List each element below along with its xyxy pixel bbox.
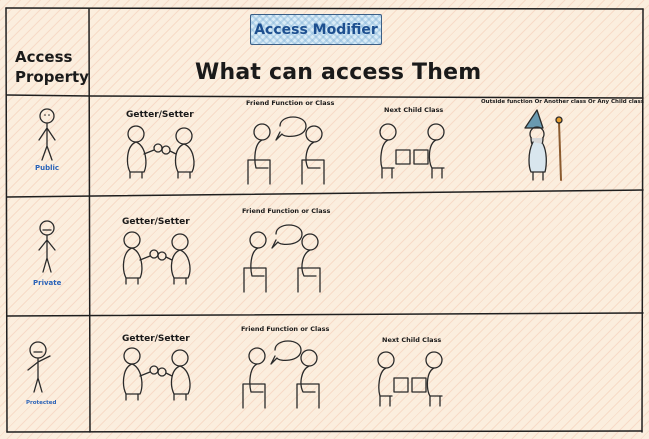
grid-bottom-border bbox=[6, 430, 643, 433]
access-modifier-label: Access Modifier bbox=[254, 21, 378, 38]
row2-friend-label: Friend Function or Class bbox=[242, 207, 331, 215]
grid-header-divider bbox=[6, 94, 644, 99]
row1-child-icon bbox=[379, 123, 445, 179]
private-figure-icon bbox=[38, 220, 56, 273]
property-private: Private bbox=[33, 279, 62, 287]
wizard-icon bbox=[524, 109, 563, 181]
grid-column-divider bbox=[88, 8, 91, 433]
row3-getter-setter-icon bbox=[122, 347, 191, 401]
grid-top-border bbox=[5, 7, 644, 10]
row3-child-icon bbox=[377, 351, 443, 407]
row1-friend-label: Friend Function or Class bbox=[246, 99, 335, 107]
row3-child-label: Next Child Class bbox=[382, 336, 442, 344]
row1-friend-icon bbox=[247, 116, 325, 185]
protected-figure-icon bbox=[27, 341, 51, 393]
access-modifier-tag: Access Modifier bbox=[250, 14, 382, 45]
column-header-access-property: Access Property bbox=[15, 48, 89, 86]
property-public: Public bbox=[35, 164, 60, 172]
row1-getter-setter-icon bbox=[126, 125, 195, 179]
page-title: What can access Them bbox=[195, 60, 482, 85]
row2-getter-setter-icon bbox=[122, 231, 191, 285]
grid-row-divider-1 bbox=[6, 189, 644, 198]
grid-left-border bbox=[5, 7, 8, 433]
grid-right-border bbox=[641, 8, 644, 433]
property-protected: Protected bbox=[26, 400, 57, 406]
row3-getter-setter-label: Getter/Setter bbox=[122, 334, 190, 344]
row2-getter-setter-label: Getter/Setter bbox=[122, 217, 190, 227]
row2-friend-icon bbox=[243, 224, 321, 293]
row1-outside-label: Outside function Or Another class Or Any… bbox=[481, 99, 644, 105]
row1-getter-setter-label: Getter/Setter bbox=[126, 110, 194, 120]
row3-friend-label: Friend Function or Class bbox=[241, 325, 330, 333]
row1-child-label: Next Child Class bbox=[384, 106, 444, 114]
row3-friend-icon bbox=[242, 340, 320, 409]
grid-row-divider-2 bbox=[6, 312, 644, 317]
public-figure-icon bbox=[38, 108, 56, 161]
